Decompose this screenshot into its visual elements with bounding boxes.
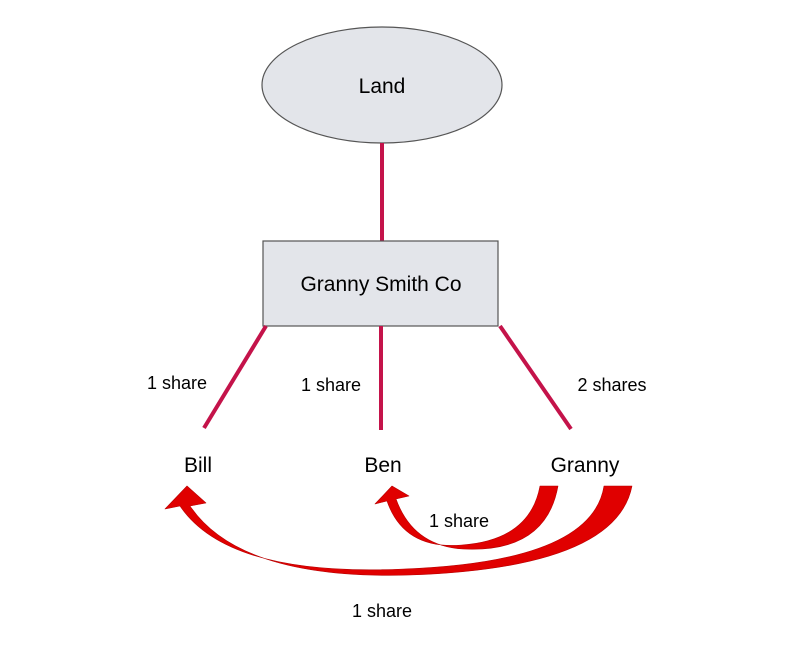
transfer-arrow-granny-to-ben <box>374 485 559 550</box>
company-label: Granny Smith Co <box>300 273 461 296</box>
company-bill-connector <box>202 324 268 430</box>
transfer-arrow-granny-to-bill <box>164 485 633 576</box>
company-box <box>262 240 499 327</box>
bill-holding-label: 1 share <box>147 373 207 393</box>
ben-holding-label: 1 share <box>301 375 361 395</box>
transfer-label-granny-to-bill: 1 share <box>352 601 412 621</box>
company-node: Granny Smith Co <box>262 240 499 327</box>
shareholder-bill: Bill <box>184 454 212 477</box>
shareholder-granny: Granny <box>551 454 620 477</box>
company-granny-connector <box>498 324 573 431</box>
granny-holding-label: 2 shares <box>577 375 646 395</box>
transfer-label-granny-to-ben: 1 share <box>429 511 489 531</box>
land-node: Land <box>261 26 503 144</box>
land-label: Land <box>359 75 406 98</box>
shareholder-ben: Ben <box>364 454 401 477</box>
